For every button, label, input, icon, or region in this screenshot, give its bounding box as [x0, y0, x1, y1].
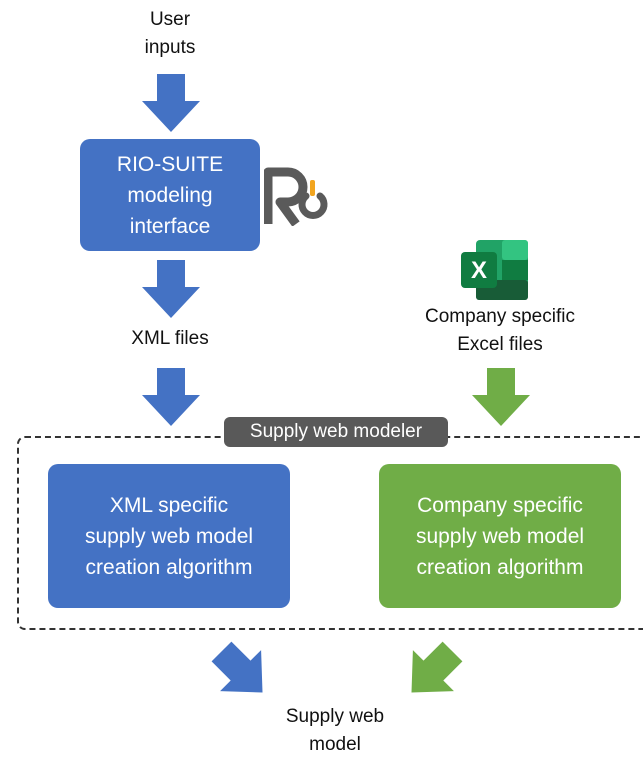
arrow-excel-to-modeler	[472, 368, 530, 426]
company-excel-label: Company specific Excel files	[425, 306, 575, 355]
arrow-shape	[142, 74, 200, 132]
arrow-company-to-model	[411, 641, 463, 693]
arrow-xml-to-modeler	[142, 368, 200, 426]
rio-logo-power	[310, 180, 315, 196]
excel-badge	[461, 252, 497, 288]
xml-files-label: XML files	[131, 328, 209, 349]
supply-web-modeler-tag: Supply web modeler	[224, 417, 448, 447]
rio-logo-icon	[264, 167, 328, 226]
arrow-rio-to-xml	[142, 260, 200, 318]
rio-logo-r	[264, 167, 308, 226]
xml-algorithm-box: XML specific supply web model creation a…	[48, 464, 290, 608]
arrow-shape	[142, 368, 200, 426]
rio-logo-o	[298, 192, 328, 219]
user-inputs-label: User inputs	[144, 9, 196, 58]
arrow-shape	[411, 641, 463, 693]
excel-letter: X	[471, 257, 487, 284]
rio-suite-box: RIO-SUITE modeling interface	[80, 139, 260, 251]
arrow-shape	[211, 641, 263, 693]
arrow-shape	[142, 260, 200, 318]
excel-icon: X	[461, 240, 528, 300]
arrow-user-to-rio	[142, 74, 200, 132]
arrow-xml-to-model	[211, 641, 263, 693]
excel-sheet-top	[502, 240, 528, 260]
excel-sheet-mid	[502, 260, 528, 280]
supply-web-model-label: Supply web model	[285, 706, 385, 755]
company-algorithm-box: Company specific supply web model creati…	[379, 464, 621, 608]
arrow-shape	[472, 368, 530, 426]
